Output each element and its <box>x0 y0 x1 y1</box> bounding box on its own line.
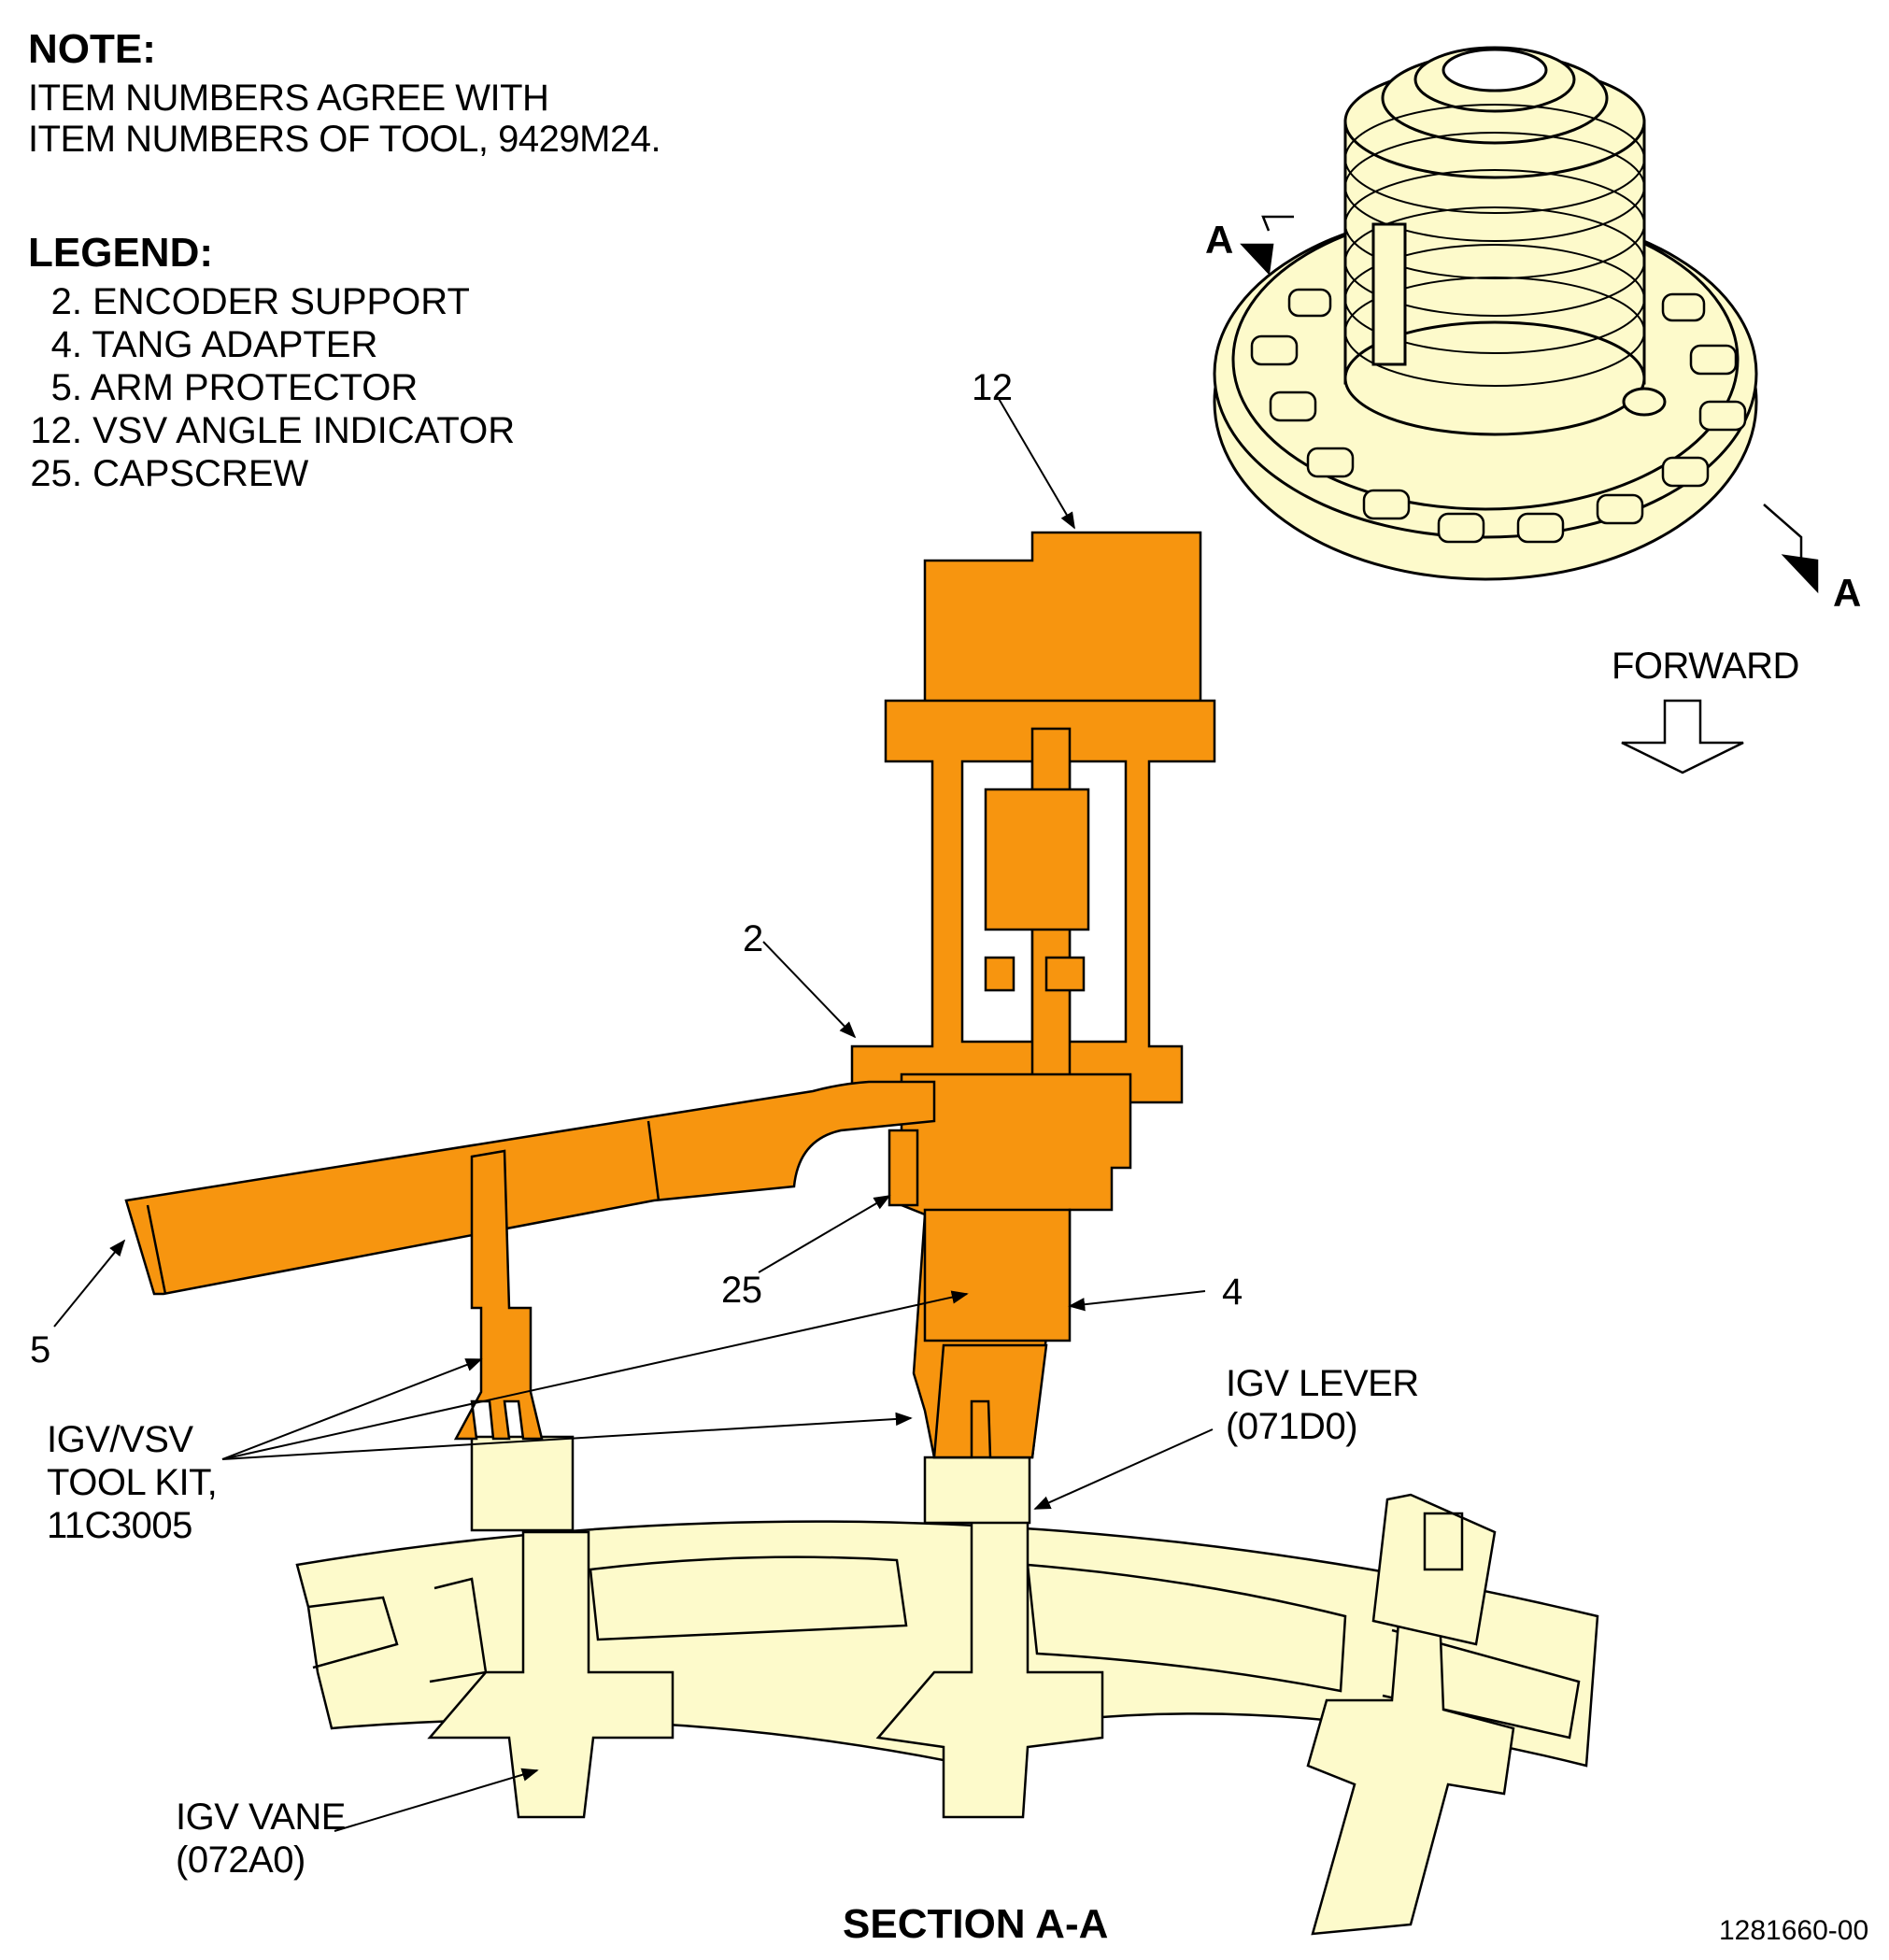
legend-item: 25. CAPSCREW <box>30 453 309 494</box>
callout-5: 5 <box>30 1329 50 1371</box>
callout-12: 12 <box>972 367 1013 408</box>
callout-2: 2 <box>743 918 763 959</box>
leader-toolkit-b <box>221 1290 969 1460</box>
callout-4: 4 <box>1222 1271 1243 1313</box>
legend-list: 2. ENCODER SUPPORT 4. TANG ADAPTER 5. AR… <box>28 280 515 495</box>
engine-isometric-view <box>1213 46 1758 581</box>
tool-arm-link <box>453 1149 544 1441</box>
figure-id: 1281660-00 <box>1719 1915 1869 1946</box>
callout-igv-vane: IGV VANE (072A0) <box>176 1797 346 1881</box>
capscrew <box>888 1129 919 1207</box>
forward-arrow-icon <box>1621 699 1744 774</box>
legend-item: 5. ARM PROTECTOR <box>50 367 419 408</box>
igv-ring <box>295 1435 1599 1936</box>
igv-lever-1 <box>470 1435 575 1532</box>
callout-25: 25 <box>721 1270 762 1311</box>
section-marker-label-bottom: A <box>1833 571 1862 615</box>
igv-vane-1 <box>427 1530 675 1819</box>
section-arrow-icon <box>1781 554 1819 594</box>
leader-12 <box>997 396 1075 530</box>
leader-igv-lever <box>1033 1428 1214 1510</box>
leader-igv-vane <box>334 1768 539 1832</box>
leader-lines <box>53 396 1214 1832</box>
igv-lever-2 <box>923 1456 1031 1525</box>
tool-assembly <box>124 531 1216 1459</box>
leader-toolkit-a <box>221 1358 483 1460</box>
legend-item: 4. TANG ADAPTER <box>50 324 378 365</box>
section-arrow-icon <box>1240 243 1274 276</box>
callout-tool-kit: IGV/VSV TOOL KIT, 11C3005 <box>47 1419 218 1546</box>
section-title: SECTION A-A <box>843 1901 1109 1947</box>
legend-item: 12. VSV ANGLE INDICATOR <box>30 410 516 451</box>
legend-heading: LEGEND: <box>28 230 213 276</box>
leader-4 <box>1068 1290 1206 1312</box>
note-heading: NOTE: <box>28 26 156 72</box>
leader-2 <box>762 941 857 1039</box>
forward-label: FORWARD <box>1612 646 1799 687</box>
note-line-1: ITEM NUMBERS AGREE WITH <box>28 78 549 119</box>
leader-toolkit-c <box>221 1412 913 1460</box>
section-marker-label-top: A <box>1205 218 1234 262</box>
section-marker-top <box>1240 215 1294 276</box>
note-line-2: ITEM NUMBERS OF TOOL, 9429M24. <box>28 119 661 160</box>
legend-item: 2. ENCODER SUPPORT <box>50 281 470 322</box>
leader-25 <box>758 1195 891 1273</box>
section-marker-bottom <box>1763 504 1819 594</box>
arm-protector <box>124 1080 936 1296</box>
callout-igv-lever: IGV LEVER (071D0) <box>1226 1363 1419 1447</box>
leader-5 <box>53 1239 126 1328</box>
